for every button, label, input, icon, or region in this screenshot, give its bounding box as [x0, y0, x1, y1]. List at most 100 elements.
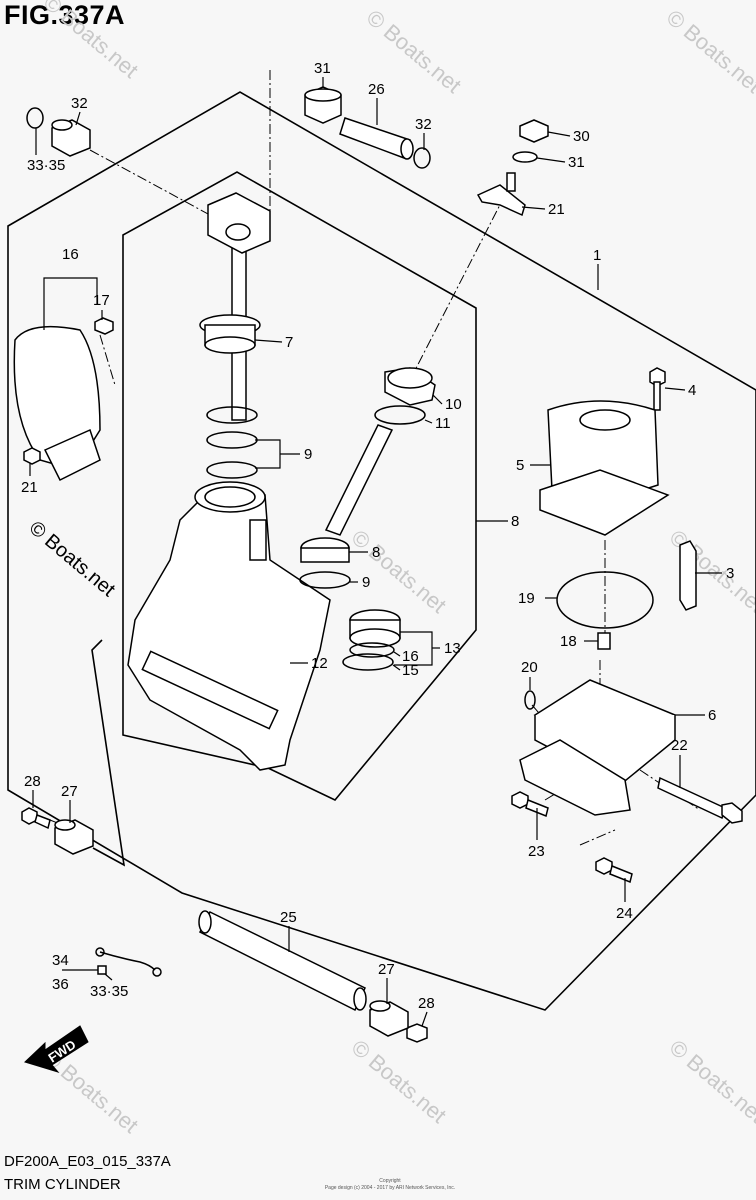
callout-9-lower: 9: [362, 574, 370, 591]
leader-11: [424, 419, 433, 424]
callout-5: 6: [708, 707, 716, 724]
callout-21: 21: [21, 479, 38, 496]
callout-1: 1: [593, 247, 601, 264]
watermark-7: © Boats.net: [665, 1035, 756, 1128]
outline-assembly-1: [7, 91, 756, 1011]
callout-24: 25: [280, 909, 297, 926]
callout-32-left: 33·35: [27, 157, 65, 174]
callout-11: 11: [435, 415, 451, 432]
part-cylinder-rod: [207, 192, 271, 421]
centerline-17: [99, 334, 116, 386]
leader-30: [536, 157, 566, 163]
watermark-4: © Boats.net: [347, 525, 451, 618]
part-3-screw: [649, 367, 666, 411]
part-2-strap: [679, 540, 697, 611]
callout-33-35: 33·35: [90, 983, 128, 1000]
part-32-circlip-left: [26, 107, 44, 129]
part-32-circlip-right: [413, 147, 431, 169]
copyright-note: Copyright Page design (c) 2004 - 2017 by…: [290, 1178, 490, 1192]
part-29-nut: [519, 119, 549, 143]
callout-34: 34: [52, 952, 69, 969]
assembly-outlines: [7, 91, 756, 1011]
leader-9-upper: [255, 439, 281, 469]
callout-23a: 23: [528, 843, 545, 860]
callout-6: 8: [511, 513, 519, 530]
copyright-line-1: Copyright: [379, 1178, 401, 1184]
callout-18: 18: [560, 633, 577, 650]
watermark-dark: © Boats.net: [25, 517, 120, 601]
part-22-long-bolt: [657, 776, 743, 824]
callout-19: 19: [518, 590, 535, 607]
watermark-3: © Boats.net: [662, 5, 756, 98]
part-31-bushing-top: [304, 86, 342, 124]
callout-28-left: 28: [24, 773, 41, 790]
part-28-bolt-left: [21, 807, 51, 830]
leader-10: [432, 394, 443, 405]
part-18-filter: [597, 632, 611, 650]
parts: [13, 86, 743, 1043]
part-26-pin: [339, 117, 414, 160]
callout-8: 8: [372, 544, 380, 561]
callout-20: 20: [521, 659, 538, 676]
watermark-2: © Boats.net: [39, 0, 143, 83]
part-17-grommet: [94, 317, 114, 335]
leader-31-left: [75, 111, 81, 126]
callout-14: 15: [402, 662, 419, 679]
part-19-oring: [556, 571, 654, 629]
leader-7: [254, 339, 283, 343]
centerline-31-pin: [89, 149, 211, 216]
centerline-25: [409, 194, 506, 381]
callout-31-top: 31: [314, 60, 331, 77]
part-33-ground-wire: [95, 947, 162, 977]
callout-23b: 24: [616, 905, 633, 922]
watermark-5: © Boats.net: [665, 525, 756, 618]
part-15-ring: [349, 642, 395, 658]
leader-25: [521, 206, 546, 210]
part-23-bolt-b: [595, 857, 633, 884]
part-31-bushing-left: [51, 119, 91, 157]
callout-12: 12: [311, 655, 328, 672]
leader-16: [43, 277, 98, 330]
part-16-cover: [13, 325, 101, 482]
callout-15: 16: [402, 648, 419, 665]
part-30-washer: [512, 151, 538, 163]
callout-10: 10: [445, 396, 462, 413]
callout-2: 3: [726, 565, 734, 582]
part-8-piston-rod: [300, 424, 394, 563]
callout-17: 17: [93, 292, 110, 309]
part-25-plate: [476, 172, 526, 217]
callout-36: 36: [52, 976, 69, 993]
part-11-oring: [374, 405, 426, 425]
callout-7: 7: [285, 334, 293, 351]
fwd-arrow-shape: [24, 1025, 89, 1073]
callout-29: 30: [573, 128, 590, 145]
callout-3: 4: [688, 382, 696, 399]
leader-15: [393, 651, 401, 657]
callout-labels: 31 26 32 32 33·35 30 31 21 1 16 17 7 4 1…: [21, 60, 734, 1012]
centerline-23b: [579, 829, 616, 846]
figure-title: FIG.337A: [4, 0, 126, 30]
part-27-bushing-right: [369, 1000, 409, 1037]
figure-name: TRIM CYLINDER: [4, 1176, 121, 1193]
callout-30: 31: [568, 154, 585, 171]
part-14-ring: [342, 653, 394, 671]
figure-code: DF200A_E03_015_337A: [4, 1153, 171, 1170]
leader-3: [664, 387, 686, 391]
watermark-6: © Boats.net: [347, 1035, 451, 1128]
leader-29: [547, 131, 571, 137]
callout-13: 13: [444, 640, 461, 657]
copyright-line-2: Page design (c) 2004 - 2017 by ARI Netwo…: [324, 1185, 456, 1191]
part-24-pin: [198, 910, 367, 1012]
part-4-motor: [539, 400, 670, 536]
leader-14: [392, 664, 401, 671]
callout-27-right: 27: [378, 961, 395, 978]
part-21-bolt: [23, 447, 41, 465]
callout-28-right: 28: [418, 995, 435, 1012]
part-13-piston: [349, 609, 401, 648]
callout-32-right: 32: [415, 116, 432, 133]
centerline-27: [49, 819, 71, 829]
callout-27-left: 27: [61, 783, 78, 800]
part-10-plug: [384, 367, 436, 406]
leader-lines: [29, 77, 722, 1027]
